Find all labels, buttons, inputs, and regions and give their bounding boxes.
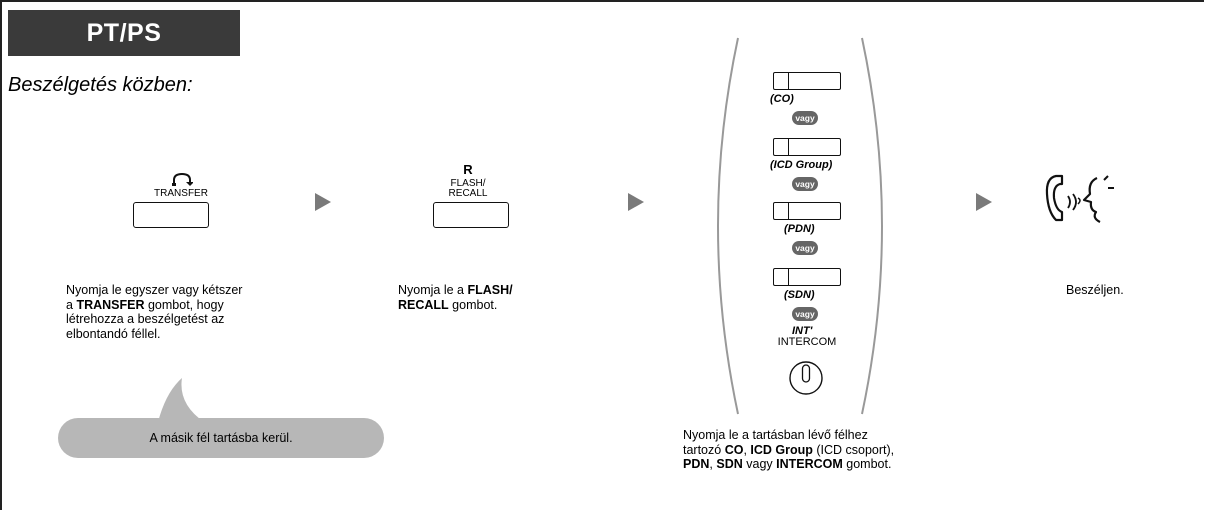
step4-description: Beszéljen. xyxy=(1066,283,1124,297)
flash-recall-key[interactable] xyxy=(433,202,509,228)
handset-talking-icon xyxy=(1045,174,1114,223)
sdn-key-label: (SDN) xyxy=(784,289,815,301)
intercom-label: INTERCOM xyxy=(777,336,837,348)
step-arrow-icon xyxy=(628,193,644,211)
step2-desc-key: FLASH/ xyxy=(467,283,513,297)
step3-desc-text: (ICD csoport), xyxy=(812,442,895,457)
step1-desc-line: Nyomja le egyszer vagy kétszer xyxy=(66,283,243,297)
step2-desc-line: RECALL gombot. xyxy=(398,298,618,313)
icd-group-key[interactable] xyxy=(773,138,841,156)
vagy-badge: vagy xyxy=(792,307,818,321)
recall-letter: R xyxy=(463,162,473,177)
co-key-label: (CO) xyxy=(770,93,794,105)
step3-desc-text: tartozó xyxy=(683,442,725,457)
step3-description: Nyomja le a tartásban lévő félhez tartoz… xyxy=(683,428,1003,472)
status-bubble: A másik fél tartásba kerül. xyxy=(58,418,384,458)
co-key[interactable] xyxy=(773,72,841,90)
choice-brackets xyxy=(717,37,883,415)
pdn-key[interactable] xyxy=(773,202,841,220)
step3-desc-line: Nyomja le a tartásban lévő félhez xyxy=(683,428,868,442)
step2-description: Nyomja le a FLASH/ RECALL gombot. xyxy=(398,283,618,312)
bubble-tail xyxy=(158,378,204,422)
step3-desc-key: CO xyxy=(724,442,744,457)
step1-desc-line: a TRANSFER gombot, hogy xyxy=(66,298,316,313)
step2-desc-text: Nyomja le a xyxy=(398,283,468,297)
step2-desc-line: Nyomja le a FLASH/ xyxy=(398,283,618,298)
step1-desc-line: létrehozza a beszélgetést az xyxy=(66,312,225,326)
flash-key-label-1: FLASH/ xyxy=(450,178,486,189)
step1-desc-text: a xyxy=(66,297,77,312)
step3-desc-text: gombot. xyxy=(842,457,892,471)
step2-desc-key: RECALL xyxy=(398,297,449,312)
transfer-key-label: TRANSFER xyxy=(154,188,208,199)
context-label: Beszélgetés közben: xyxy=(8,74,193,96)
sdn-key[interactable] xyxy=(773,268,841,286)
page-title: PT/PS xyxy=(8,10,240,56)
step1-desc-key: TRANSFER xyxy=(76,297,145,312)
step3-desc-key: INTERCOM xyxy=(776,457,843,471)
step3-desc-text: , xyxy=(709,457,717,471)
step3-desc-key: PDN xyxy=(683,457,710,471)
step1-description: Nyomja le egyszer vagy kétszer a TRANSFE… xyxy=(66,283,316,341)
vagy-badge: vagy xyxy=(792,111,818,125)
step3-desc-text: , xyxy=(743,442,751,457)
vagy-badge: vagy xyxy=(792,241,818,255)
int-label: INT' xyxy=(792,325,813,337)
step-arrow-icon xyxy=(976,193,992,211)
step3-desc-text: vagy xyxy=(742,457,777,471)
transfer-key[interactable] xyxy=(133,202,209,228)
step1-desc-line: elbontandó féllel. xyxy=(66,326,161,341)
step-arrow-icon xyxy=(315,193,331,211)
vagy-badge: vagy xyxy=(792,177,818,191)
step3-desc-key: SDN xyxy=(716,457,743,471)
step3-desc-line: tartozó CO, ICD Group (ICD csoport), xyxy=(683,443,1003,458)
step3-desc-key: ICD Group xyxy=(750,442,813,457)
step2-desc-text: gombot. xyxy=(448,297,498,312)
transfer-arrow-icon xyxy=(172,172,193,186)
icd-group-key-label: (ICD Group) xyxy=(770,159,833,171)
step3-desc-line: PDN, SDN vagy INTERCOM gombot. xyxy=(683,457,1003,472)
pdn-key-label: (PDN) xyxy=(784,223,815,235)
intercom-dial-icon[interactable] xyxy=(788,360,824,396)
flash-key-label-2: RECALL xyxy=(448,188,488,199)
step1-desc-text: gombot, hogy xyxy=(144,297,224,312)
